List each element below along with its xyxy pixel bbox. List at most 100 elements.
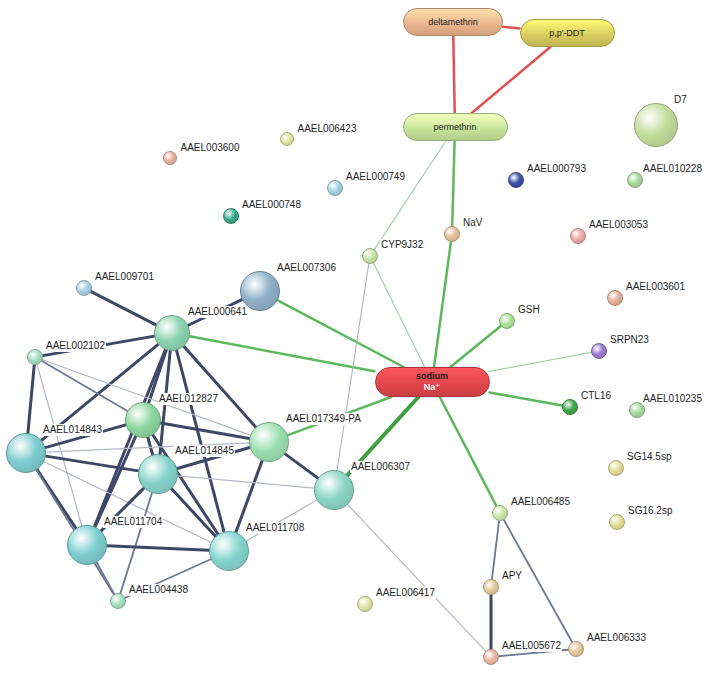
protein-node: AAEL007306 [240, 271, 280, 311]
protein-label: AAEL006307 [350, 461, 411, 473]
interaction-edge [246, 500, 316, 541]
protein-label: AAEL012827 [158, 393, 219, 405]
protein-node: AAEL006423 [280, 132, 294, 146]
protein-label: AAEL005672 [501, 640, 562, 652]
compound-node: p,p'-DDT [520, 19, 615, 47]
interaction-edge [452, 141, 454, 226]
interaction-edge [172, 489, 216, 537]
protein-label: AAEL009701 [94, 271, 155, 283]
protein-label: AAEL014843 [42, 424, 103, 436]
protein-node: AAEL005672 [483, 649, 499, 665]
protein-node: AAEL006485 [492, 505, 508, 521]
protein-label: AAEL010228 [642, 163, 703, 175]
protein-label: AAEL017349-PA [285, 413, 362, 425]
interaction-edge [374, 141, 445, 249]
interaction-edge [440, 397, 497, 506]
interaction-edge [278, 300, 404, 367]
protein-node: CYP9J32 [362, 248, 378, 264]
interaction-edge [434, 242, 451, 367]
protein-label: SRPN23 [609, 334, 650, 346]
interaction-edge [91, 292, 156, 325]
interaction-edge [285, 454, 318, 478]
interaction-edge [37, 470, 114, 594]
protein-node: NaV [444, 226, 460, 242]
protein-label: AAEL010235 [642, 393, 703, 405]
protein-label: AAEL000641 [187, 306, 248, 318]
protein-label: D7 [673, 94, 688, 106]
interaction-edge [348, 505, 486, 652]
protein-node: AAEL014845 [138, 454, 178, 494]
interaction-edge [161, 423, 250, 438]
protein-node: D7 [634, 103, 678, 147]
interaction-edge [28, 365, 34, 433]
protein-label: AAEL003601 [625, 281, 686, 293]
interaction-edge [472, 47, 551, 113]
protein-label: AAEL000748 [241, 199, 302, 211]
protein-label: SG14.5sp [626, 451, 672, 463]
protein-node: AAEL000748 [223, 208, 239, 224]
protein-node: CTL16 [562, 399, 578, 415]
protein-node: AAEL009701 [76, 280, 92, 296]
compound-name: p,p'-DDT [549, 28, 585, 39]
protein-node: AAEL017349-PA [249, 422, 289, 462]
interaction-edge [503, 27, 520, 29]
interaction-edge [125, 559, 210, 598]
interaction-edge [44, 462, 211, 543]
protein-node: AAEL000749 [327, 180, 343, 196]
protein-node: GSH [499, 313, 515, 329]
protein-node: AAEL000793 [508, 172, 524, 188]
interaction-edge [120, 493, 152, 593]
protein-label: AAEL000793 [526, 163, 587, 175]
protein-node: AAEL004438 [110, 593, 126, 609]
protein-node: AAEL012827 [125, 402, 161, 438]
protein-label: NaV [462, 217, 483, 229]
protein-label: GSH [517, 304, 541, 316]
protein-node: AAEL014843 [6, 433, 46, 473]
interaction-edge [190, 336, 375, 371]
protein-node: AAEL000641 [154, 315, 190, 351]
protein-label: AAEL011704 [103, 516, 163, 528]
protein-label: SG16.2sp [627, 505, 673, 517]
protein-label: AAEL006417 [375, 587, 436, 599]
protein-node: AAEL003600 [163, 151, 177, 165]
protein-node: AAEL006417 [357, 596, 373, 612]
interaction-edge [148, 437, 153, 454]
interaction-edge [107, 546, 209, 550]
protein-label: AAEL011708 [245, 522, 305, 534]
protein-label: AAEL007306 [276, 262, 337, 274]
protein-label: AAEL006485 [510, 496, 571, 508]
protein-node: AAEL003053 [570, 228, 586, 244]
compound-node: sodiumNa⁺ [375, 367, 490, 397]
interaction-edge [490, 392, 563, 405]
compound-node: permethrin [403, 113, 508, 141]
compound-name: sodium [416, 371, 448, 382]
protein-node: AAEL011708 [209, 531, 249, 571]
interaction-edge [177, 350, 224, 531]
interaction-edge [97, 562, 114, 594]
protein-node: SRPN23 [591, 343, 607, 359]
protein-node: AAEL011704 [67, 525, 107, 565]
protein-label: APY [501, 570, 523, 582]
protein-label: AAEL006333 [586, 632, 647, 644]
compound-node: deltamethrin [403, 8, 503, 36]
protein-node: AAEL010228 [627, 172, 643, 188]
protein-node: SG14.5sp [608, 460, 624, 476]
protein-label: CYP9J32 [380, 239, 424, 251]
compound-name: Na⁺ [424, 382, 440, 393]
interaction-edge [453, 36, 454, 113]
protein-node: SG16.2sp [609, 514, 625, 530]
interaction-edge [374, 263, 425, 367]
protein-label: AAEL004438 [128, 584, 189, 596]
compound-name: permethrin [433, 122, 476, 133]
protein-label: AAEL000749 [345, 171, 406, 183]
protein-node: AAEL006333 [568, 641, 584, 657]
interaction-edge [490, 595, 493, 649]
protein-node: AAEL002102 [27, 349, 43, 365]
protein-node: AAEL006307 [314, 470, 354, 510]
protein-label: AAEL014845 [174, 445, 235, 457]
protein-node: AAEL003601 [607, 290, 623, 306]
interaction-edge [178, 476, 314, 488]
protein-label: AAEL006423 [297, 123, 358, 135]
interaction-edge [490, 352, 592, 371]
